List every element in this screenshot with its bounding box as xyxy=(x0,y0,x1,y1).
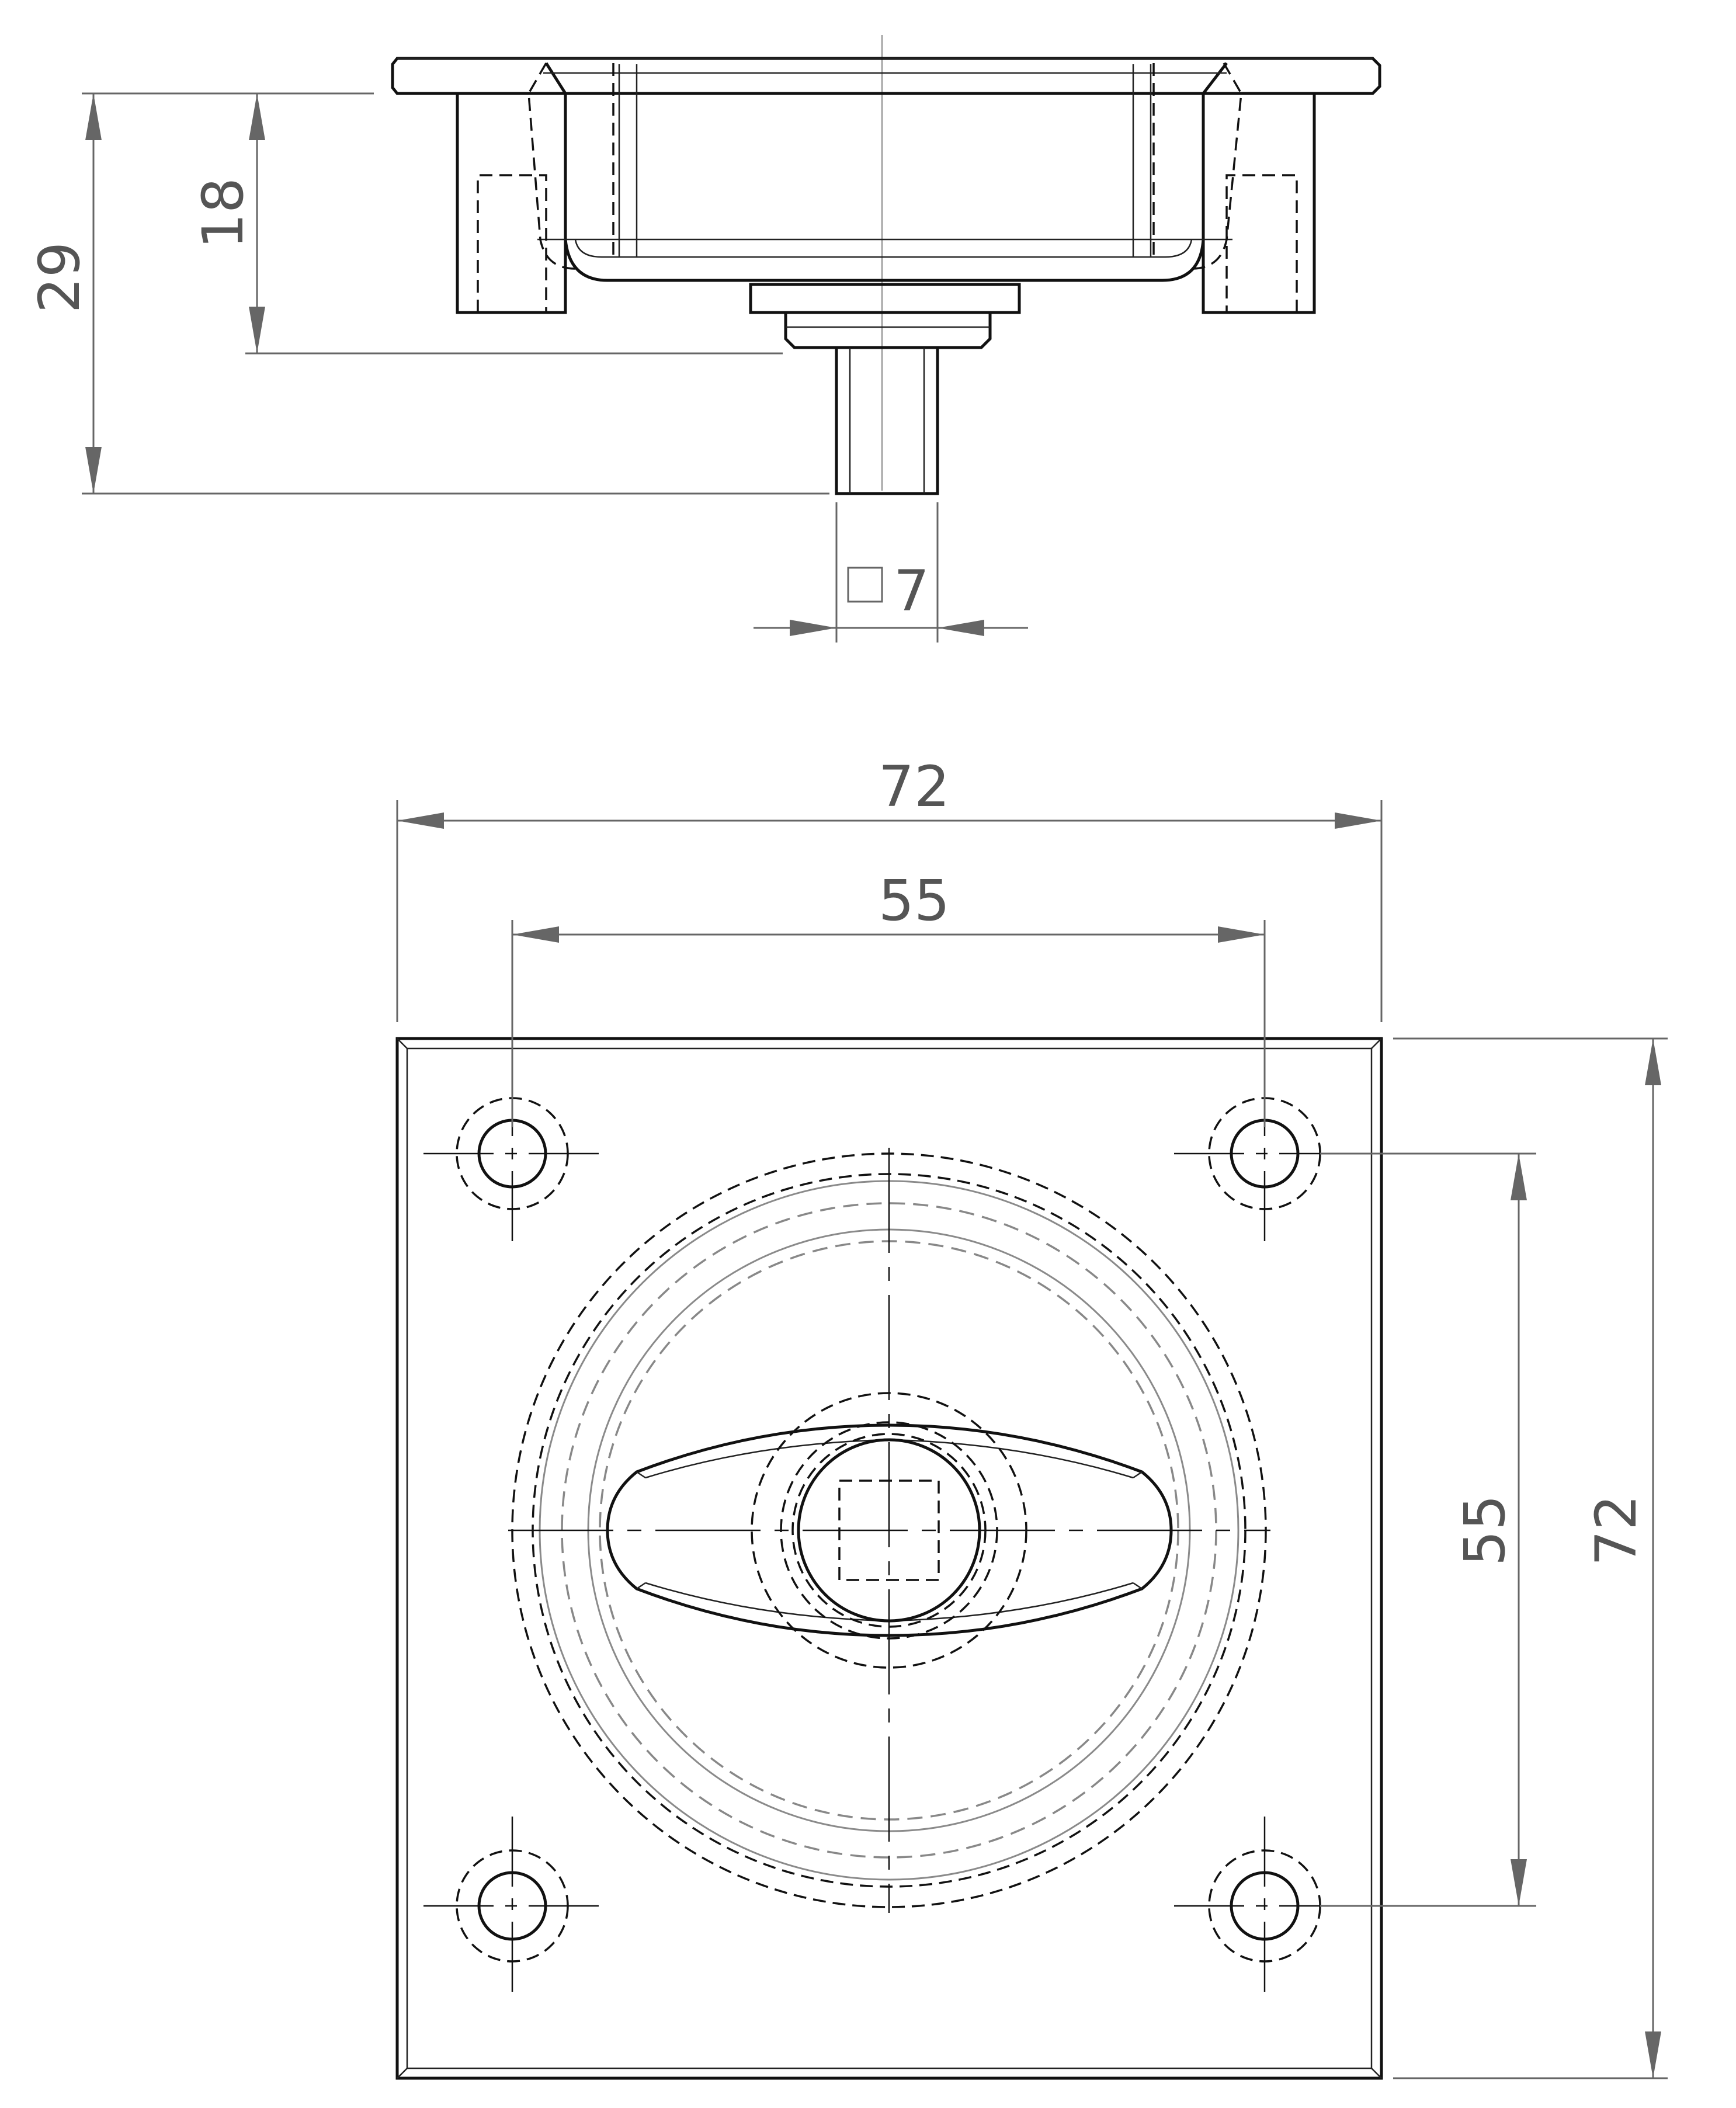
dim-plate-width: 72 xyxy=(879,754,950,819)
side-view: 29 18 7 xyxy=(27,35,1381,643)
dim-hole-spacing-horizontal: 55 xyxy=(879,868,950,933)
dim-body-depth: 18 xyxy=(190,178,256,249)
dim-spindle: 7 xyxy=(894,558,929,624)
square-symbol-icon xyxy=(847,567,883,603)
front-view: 72 55 55 72 xyxy=(395,754,1668,2080)
dim-hole-spacing-vertical: 55 xyxy=(1452,1495,1518,1566)
spindle-square xyxy=(838,1480,940,1581)
screw-hole-bottom-left xyxy=(423,1817,602,1995)
dim-plate-height: 72 xyxy=(1584,1495,1649,1566)
dim-total-depth: 29 xyxy=(27,242,92,313)
